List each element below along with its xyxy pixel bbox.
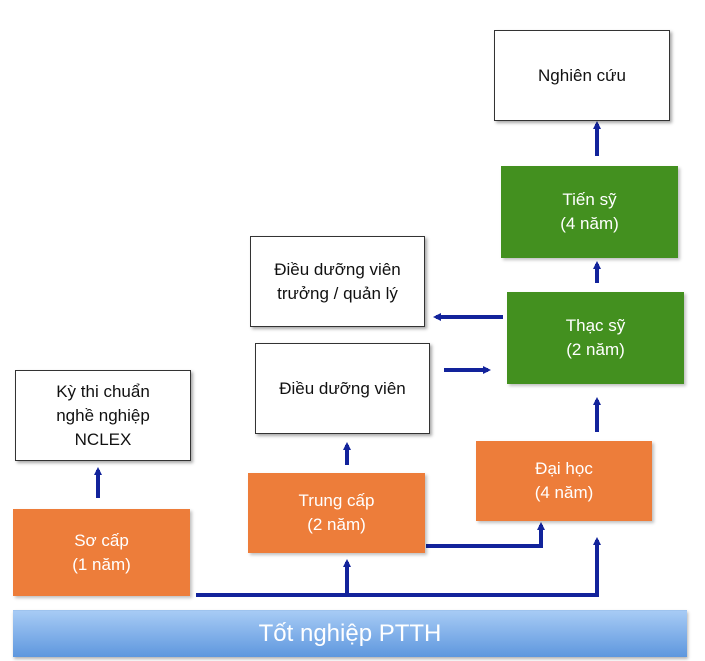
base-ptth-bar: Tốt nghiệp PTTH xyxy=(13,610,687,657)
node-label: Sơ cấp xyxy=(74,530,129,550)
node-nclex: Kỳ thi chuẩn nghề nghiệp NCLEX xyxy=(15,370,191,461)
node-nghien-cuu: Nghiên cứu xyxy=(494,30,670,121)
node-duration: (2 năm) xyxy=(307,515,366,534)
node-dieu-duong-truong: Điều dưỡng viên trưởng / quản lý xyxy=(250,236,425,327)
node-label: Kỳ thi chuẩn xyxy=(56,381,150,401)
node-dai-hoc: Đại học (4 năm) xyxy=(476,441,652,521)
node-label-2: nghề nghiệp xyxy=(56,405,150,425)
node-duration: (2 năm) xyxy=(566,340,625,359)
arrow-ptth-to-dai-hoc xyxy=(196,537,601,597)
node-dieu-duong-vien: Điều dưỡng viên xyxy=(255,343,430,434)
node-label: Đại học xyxy=(535,459,593,478)
node-so-cap: Sơ cấp (1 năm) xyxy=(13,509,190,596)
node-thac-sy: Thạc sỹ (2 năm) xyxy=(507,292,684,384)
node-label: Thạc sỹ xyxy=(565,316,626,335)
node-label: Tiến sỹ xyxy=(562,190,617,209)
node-duration: (4 năm) xyxy=(534,483,594,502)
node-duration: (4 năm) xyxy=(560,214,619,233)
node-duration: (1 năm) xyxy=(72,554,131,574)
node-label: Trung cấp xyxy=(298,491,375,510)
arrow-trung-cap-to-dai-hoc xyxy=(426,522,545,548)
base-label: Tốt nghiệp PTTH xyxy=(258,620,442,647)
node-trung-cap: Trung cấp (2 năm) xyxy=(248,473,425,553)
node-label-3: NCLEX xyxy=(74,429,132,449)
node-label: Điều dưỡng viên xyxy=(279,378,406,398)
node-label: Nghiên cứu xyxy=(538,65,626,85)
node-label: Điều dưỡng viên xyxy=(274,259,401,279)
node-label-2: trưởng / quản lý xyxy=(277,283,398,303)
node-tien-sy: Tiến sỹ (4 năm) xyxy=(501,166,678,258)
